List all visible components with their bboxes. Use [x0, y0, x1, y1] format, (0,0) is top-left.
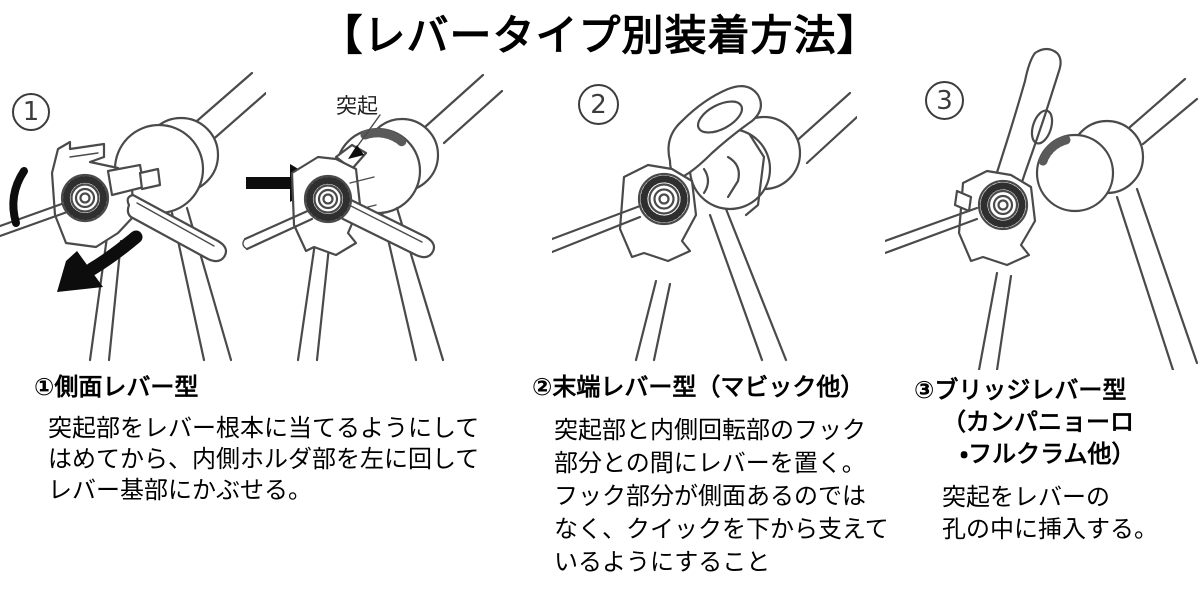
body-line: いるようにすること [554, 548, 771, 576]
section-2-heading: ②末端レバー型（マビック他） [532, 373, 865, 401]
illustration-bridge-lever [885, 47, 1199, 370]
heading-line: ③ブリッジレバー型 [914, 376, 1127, 404]
body-line: 突起部をレバー根本に当てるようにして [48, 414, 480, 442]
rotate-arc-icon [9, 167, 28, 227]
illustration-side-lever-before [0, 71, 266, 362]
section-end-lever: ②末端レバー型（マビック他） 突起部と内側回転部のフック 部分との間にレバーを置… [532, 372, 922, 579]
figure-number-2: 2 [578, 84, 619, 125]
body-line: 突起をレバーの [942, 483, 1110, 511]
figure-number-1: 1 [12, 93, 50, 131]
figure-number-3: 3 [925, 81, 964, 120]
section-2-body: 突起部と内側回転部のフック 部分との間にレバーを置く。 フック部分が側面あるので… [532, 414, 922, 579]
section-1-heading: ①側面レバー型 [34, 373, 199, 401]
illustration-side-lever-after [242, 73, 504, 362]
protrusion-label: 突起 [336, 94, 378, 118]
section-3-body: 突起をレバーの 孔の中に挿入する。 [914, 481, 1200, 545]
section-bridge-lever: ③ブリッジレバー型 （カンパニョーロ ・フルクラム他） 突起をレバーの 孔の中に… [914, 374, 1200, 545]
rotate-arrow-icon [57, 230, 143, 292]
body-line: 突起部と内側回転部のフック [554, 416, 866, 444]
illustration-end-lever [552, 84, 857, 362]
heading-line: （カンパニョーロ [942, 408, 1134, 436]
body-line: 孔の中に挿入する。 [942, 515, 1158, 543]
body-line: フック部分が側面あるのでは [554, 482, 866, 510]
body-line: はめてから、内側ホルダ部を左に回して [48, 445, 480, 473]
section-side-lever: ①側面レバー型 突起部をレバー根本に当てるようにして はめてから、内側ホルダ部を… [34, 372, 524, 506]
body-line: 部分との間にレバーを置く。 [554, 449, 866, 477]
body-line: なく、クイックを下から支えて [554, 515, 889, 543]
page-title: 【レバータイプ別装着方法】 [320, 11, 880, 60]
heading-line: ・フルクラム他） [960, 440, 1136, 468]
pointer-arrow-icon [348, 114, 381, 159]
section-3-heading: ③ブリッジレバー型 （カンパニョーロ ・フルクラム他） [914, 374, 1200, 470]
section-1-body: 突起部をレバー根本に当てるようにして はめてから、内側ホルダ部を左に回して レバ… [34, 413, 524, 506]
body-line: レバー基部にかぶせる。 [48, 476, 312, 504]
